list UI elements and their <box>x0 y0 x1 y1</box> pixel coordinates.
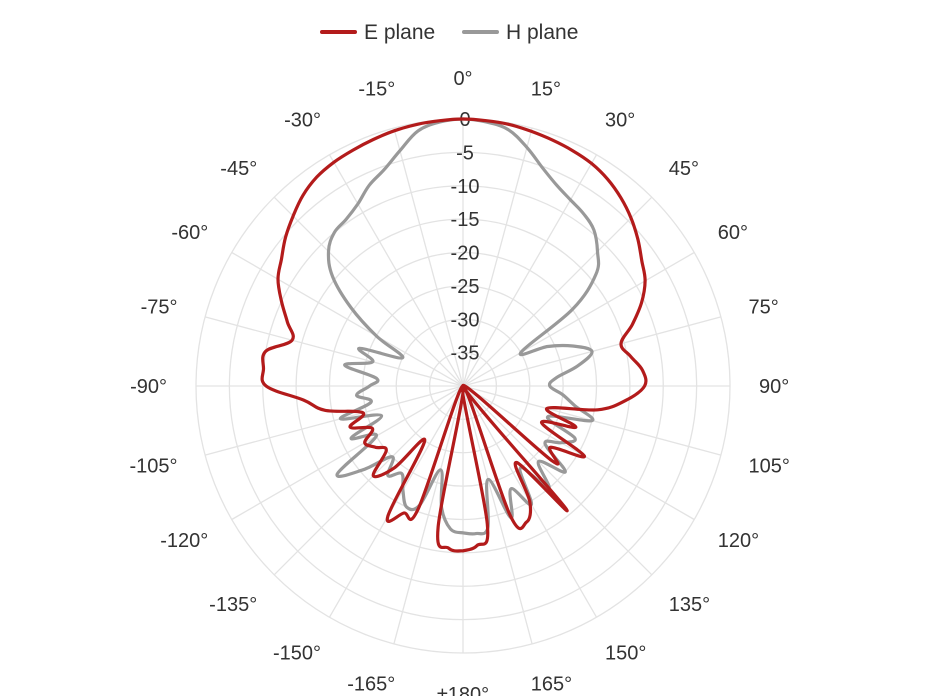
angle-tick-label: -105° <box>129 456 177 478</box>
angle-tick-label: 60° <box>718 222 748 244</box>
angle-tick-label: 0° <box>453 68 472 90</box>
radial-tick-label: -5 <box>456 142 474 164</box>
radial-tick-label: -20 <box>451 243 480 265</box>
radial-tick-label: -25 <box>451 276 480 298</box>
legend-label: E plane <box>364 21 435 44</box>
angle-tick-label: 120° <box>718 530 759 552</box>
grid-spoke <box>462 385 653 576</box>
angle-tick-label: 15° <box>531 78 561 100</box>
grid-spoke <box>462 251 695 387</box>
series-line-e-plane <box>260 117 648 553</box>
angle-tick-label: -135° <box>209 594 257 616</box>
angle-tick-label: -60° <box>171 222 208 244</box>
series-lines <box>260 117 648 553</box>
angle-tick-label: -15° <box>358 78 395 100</box>
grid-spoke <box>204 385 464 456</box>
grid-spoke <box>393 127 464 387</box>
grid-spoke <box>462 196 653 387</box>
angle-tick-label: -150° <box>273 643 321 665</box>
grid-spoke <box>462 385 533 645</box>
grid-spoke <box>328 154 464 387</box>
angle-tick-label: 75° <box>749 296 779 318</box>
radial-tick-label: -30 <box>451 309 480 331</box>
angle-tick-label: -45° <box>220 158 257 180</box>
angle-tick-label: -90° <box>130 376 167 398</box>
legend-label: H plane <box>506 21 578 44</box>
grid-spoke <box>462 127 533 387</box>
grid-spoke <box>273 196 464 387</box>
radial-axis-labels: 0-5-10-15-20-25-30-35 <box>451 109 480 365</box>
angle-tick-label: 135° <box>669 594 710 616</box>
radial-tick-label: -15 <box>451 209 480 231</box>
angle-tick-label: 105° <box>749 456 790 478</box>
angle-tick-label: 150° <box>605 643 646 665</box>
angle-tick-label: -120° <box>160 530 208 552</box>
angle-tick-label: 165° <box>531 674 572 696</box>
grid-spoke <box>231 251 464 387</box>
grid-spoke <box>462 154 598 387</box>
angle-axis-labels: 0° 15° 30° 45° 60° 75° 90° 105° 120° 135° 150° 165°… <box>129 68 789 696</box>
angle-tick-label: 45° <box>669 158 699 180</box>
grid-spoke <box>393 385 464 645</box>
radial-tick-label: -35 <box>451 343 480 365</box>
angle-tick-label: -165° <box>347 674 395 696</box>
radial-tick-label: -10 <box>451 176 480 198</box>
grid-spoke <box>204 316 464 387</box>
angle-tick-label: 30° <box>605 109 635 131</box>
legend: E plane H plane <box>320 21 578 44</box>
angle-tick-label: ±180° <box>437 684 489 696</box>
angle-tick-label: -30° <box>284 109 321 131</box>
angle-tick-label: 90° <box>759 376 789 398</box>
grid-spoke <box>328 385 464 618</box>
angle-tick-label: -75° <box>141 296 178 318</box>
grid-spoke <box>273 385 464 576</box>
grid-spoke <box>231 385 464 521</box>
